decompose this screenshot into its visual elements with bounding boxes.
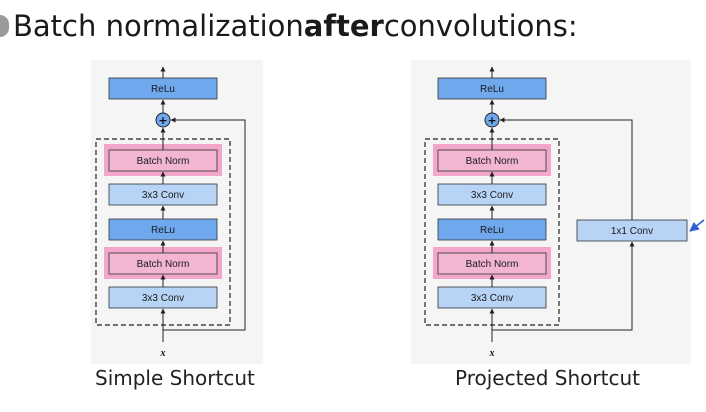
slide-heading: Batch normalization after convolutions: [0,8,578,44]
plus-symbol: + [158,114,167,127]
identity-shortcut-arrow [163,117,246,331]
conv-label: 3x3 Conv [471,190,513,201]
projected-shortcut-caption: Projected Shortcut [455,366,640,390]
conv-label: 3x3 Conv [142,190,184,201]
batch-norm-label: Batch Norm [466,259,519,270]
relu-label: ReLu [151,225,175,236]
projection-shortcut-arrow [499,117,633,220]
relu-label: ReLu [480,84,504,95]
projection-input-arrow [492,241,635,331]
bullet-icon [0,15,9,37]
heading-prefix: Batch normalization [13,9,304,43]
conv-label: 3x3 Conv [142,293,184,304]
projected-shortcut-diagram: ReLu Batch Norm 3x3 Conv ReLu Batch Norm… [424,66,705,359]
batch-norm-label: Batch Norm [137,156,190,167]
projection-conv-label: 1x1 Conv [611,226,653,237]
heading-suffix: convolutions: [383,9,578,43]
projected-shortcut-panel [411,60,691,364]
simple-shortcut-diagram: ReLu Batch Norm 3x3 Conv ReLu Batch Norm… [95,66,246,359]
conv-label: 3x3 Conv [471,293,513,304]
pointer-arrow-icon [689,219,705,232]
simple-shortcut-caption: Simple Shortcut [95,366,255,390]
heading-emphasis: after [303,9,384,43]
batch-norm-label: Batch Norm [137,259,190,270]
relu-label: ReLu [151,84,175,95]
batch-norm-label: Batch Norm [466,156,519,167]
input-label: x [489,348,495,359]
simple-shortcut-panel [91,60,263,364]
relu-label: ReLu [480,225,504,236]
plus-symbol: + [487,114,496,127]
input-label: x [160,348,166,359]
